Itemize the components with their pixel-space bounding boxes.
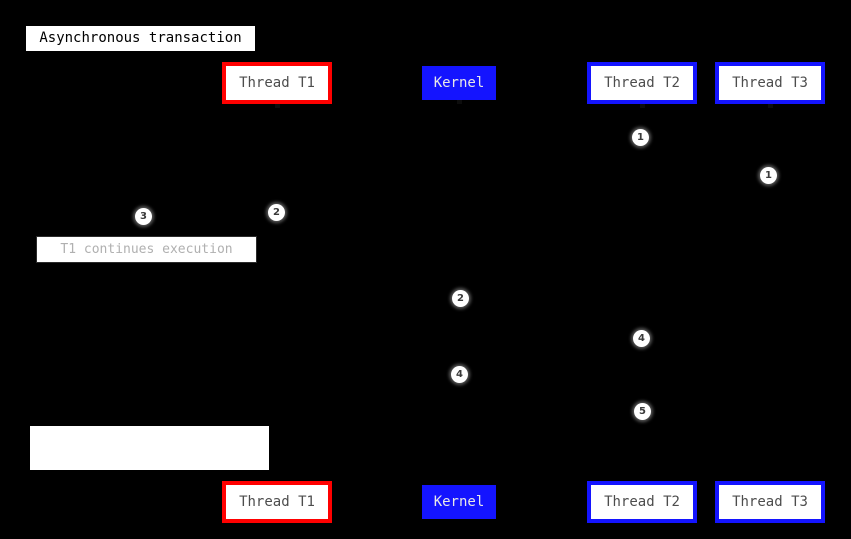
step-marker-2-4: 2 [452,290,469,307]
note-label: T1 continues execution [60,242,233,257]
participant-bottom-kernel[interactable]: Kernel [422,485,496,519]
lifeline-arrow-stub-2 [640,104,645,108]
lifeline-arrow-stub-0 [275,104,280,108]
participant-label: Thread T2 [604,494,680,510]
lifeline-arrow-stub-1 [457,100,462,104]
participant-top-kernel[interactable]: Kernel [422,66,496,100]
participant-label: Thread T1 [239,494,315,510]
participant-bottom-thread-t2[interactable]: Thread T2 [587,481,697,523]
lifeline-arrow-stub-3 [768,104,773,108]
lifeline-2 [642,104,643,481]
step-marker-2-3: 2 [268,204,285,221]
participant-label: Thread T2 [604,75,680,91]
participant-label: Thread T3 [732,494,808,510]
step-marker-5-7: 5 [634,403,651,420]
blank-box-0 [30,426,269,470]
participant-top-thread-t1[interactable]: Thread T1 [222,62,332,104]
lifeline-3 [770,104,771,481]
step-marker-1-0: 1 [632,129,649,146]
step-marker-3-2: 3 [135,208,152,225]
lifeline-0 [277,104,278,481]
step-marker-4-6: 4 [451,366,468,383]
participant-bottom-thread-t1[interactable]: Thread T1 [222,481,332,523]
participant-label: Thread T1 [239,75,315,91]
participant-top-thread-t2[interactable]: Thread T2 [587,62,697,104]
participant-label: Kernel [433,494,485,510]
note-0: T1 continues execution [36,236,257,263]
participant-top-thread-t3[interactable]: Thread T3 [715,62,825,104]
participant-label: Thread T3 [732,75,808,91]
step-marker-4-5: 4 [633,330,650,347]
participant-bottom-thread-t3[interactable]: Thread T3 [715,481,825,523]
step-marker-1-1: 1 [760,167,777,184]
diagram-title: Asynchronous transaction [26,26,255,51]
participant-label: Kernel [433,75,485,91]
